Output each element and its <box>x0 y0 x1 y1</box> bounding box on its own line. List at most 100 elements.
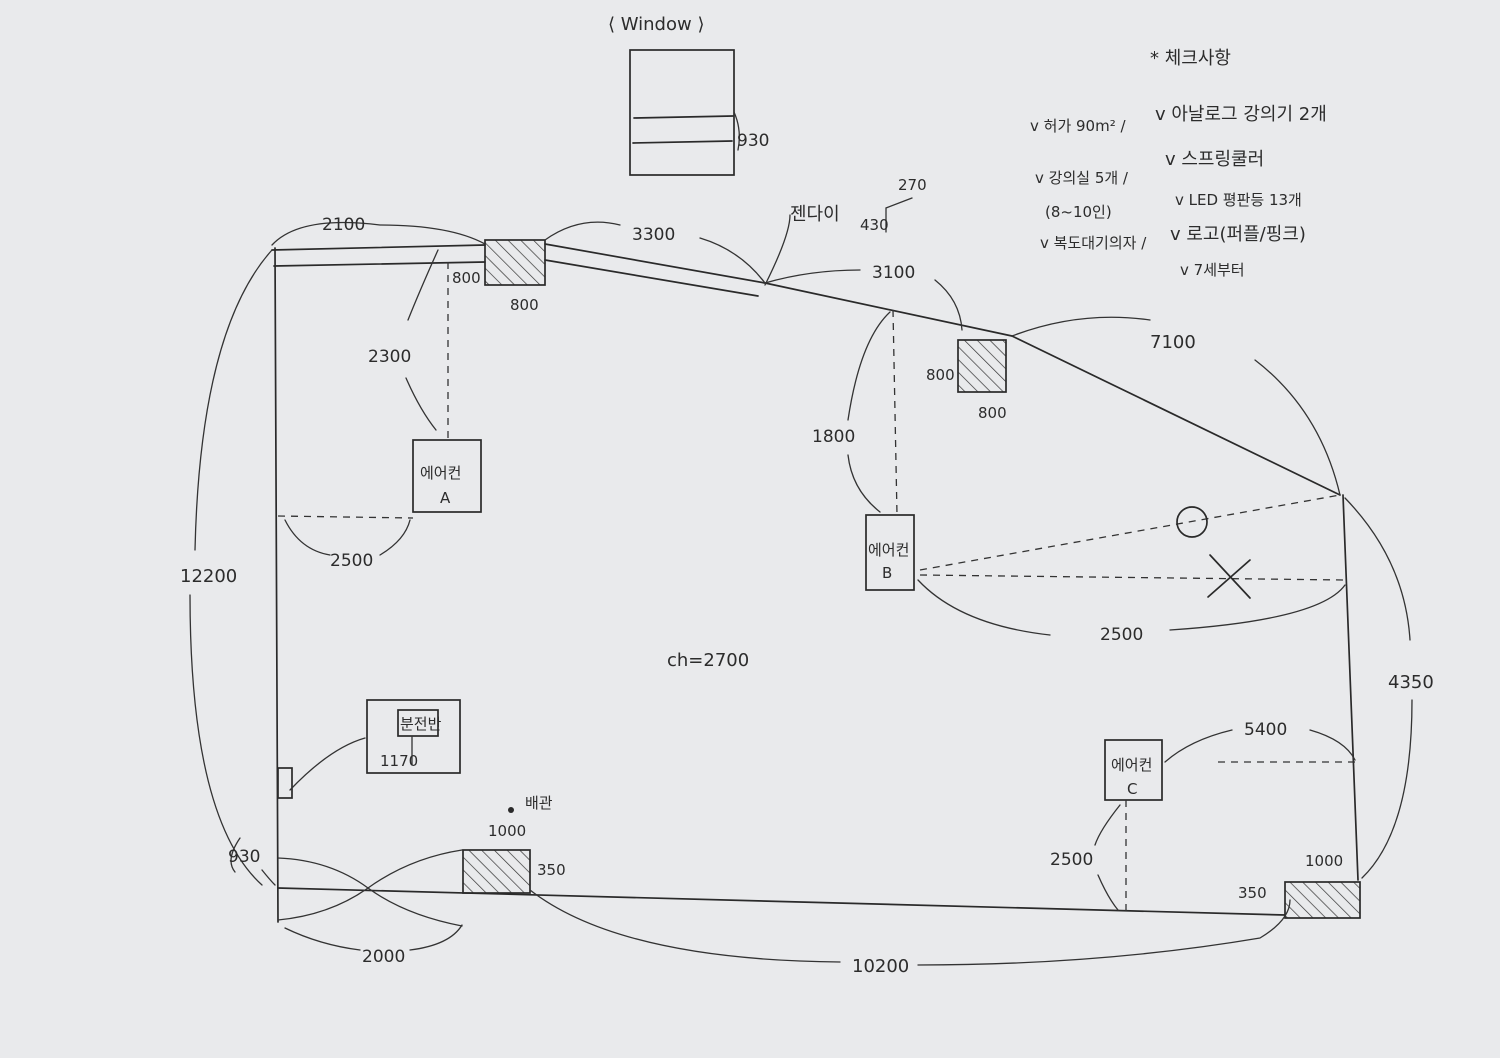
wall-diagonal-right <box>1011 335 1341 496</box>
aircon-c-label: 에어컨 <box>1111 756 1152 774</box>
aircon-a-letter: A <box>440 489 451 507</box>
dim-diag-right-arc <box>1011 316 1341 496</box>
aircon-c-letter: C <box>1127 780 1137 798</box>
sill-corner <box>885 197 913 233</box>
aircon-b-dim-side: 2500 <box>1100 625 1143 645</box>
pipe: 배관 <box>508 794 553 813</box>
wall-left <box>274 247 279 923</box>
note-item-2: v 아날로그 강의기 2개 <box>1155 104 1327 125</box>
aircon-c-box <box>1104 739 1163 801</box>
aircon-a-box <box>412 439 482 513</box>
column-bottom-right-w: 1000 <box>1305 852 1343 870</box>
check-notes: * 체크사항 v 허가 90m² / v 아날로그 강의기 2개 v 강의실 5… <box>1030 48 1327 279</box>
dim-top-right: 3100 <box>872 263 915 283</box>
note-item-9: v 7세부터 <box>1180 261 1245 279</box>
dim-left-arc <box>189 249 273 886</box>
column-bottom-right <box>1284 881 1361 919</box>
door-frame-left <box>277 767 293 799</box>
column-top-right-w: 800 <box>978 404 1007 422</box>
window-rail-lower <box>632 140 733 144</box>
aircon-a-dim-side: 2500 <box>330 551 373 571</box>
wall-top-slant <box>544 243 766 284</box>
column-bottom-right-h: 350 <box>1238 884 1267 902</box>
ceiling-height: ch=2700 <box>667 650 749 671</box>
dim-right-arc <box>1344 497 1413 879</box>
dim-bottom-total: 10200 <box>852 956 909 977</box>
aircon-a-dim-top: 2300 <box>368 347 411 367</box>
wall-right <box>1342 494 1359 881</box>
aircon-b-guide-vertical <box>892 309 898 516</box>
aircon-a-side-leader <box>284 519 411 556</box>
aircon-a: 에어컨 A 2300 2500 <box>277 249 482 571</box>
aircon-b-box <box>865 514 915 591</box>
pipe-label: 배관 <box>525 794 553 812</box>
notes-header: * 체크사항 <box>1150 48 1231 69</box>
aircon-b-letter: B <box>882 564 892 582</box>
aircon-b-top-leader <box>847 311 891 513</box>
dim-bottom-arc <box>529 889 1291 966</box>
aircon-b-dim-top: 1800 <box>812 427 855 447</box>
sill: 젠다이 270 430 <box>764 176 927 286</box>
wall-bottom <box>277 887 1286 916</box>
dim-bottom-left: 2000 <box>362 947 405 967</box>
note-item-5: v 스프링쿨러 <box>1165 149 1264 170</box>
dim-top-left-arc <box>271 221 486 246</box>
aircon-b-label: 에어컨 <box>868 541 909 559</box>
aircon-c-dim-side: 5400 <box>1244 720 1287 740</box>
aircon-c-bottom-leader <box>1094 804 1121 911</box>
panel-label: 분전반 <box>400 715 442 733</box>
aircon-c-side-leader <box>1164 729 1356 763</box>
panel: 분전반 1170 <box>289 699 461 791</box>
panel-outer <box>366 699 461 774</box>
dim-diag-right: 7100 <box>1150 332 1196 353</box>
window-height-dim: 930 <box>737 131 769 151</box>
dim-top-mid-arc <box>544 221 766 284</box>
columns: 800 800 800 800 1000 350 1000 350 <box>452 239 1361 919</box>
sill-w: 270 <box>898 176 927 194</box>
window-title: ⟨ Window ⟩ <box>608 14 704 35</box>
dim-door-left: 930 <box>228 847 260 867</box>
aircon-a-label: 에어컨 <box>420 464 461 482</box>
note-item-8: v 로고(퍼플/핑크) <box>1170 224 1306 245</box>
sill-label: 젠다이 <box>790 204 840 225</box>
note-item-1: v 허가 90m² / <box>1030 117 1126 135</box>
aircon-c: 에어컨 C 5400 2500 <box>1050 720 1358 912</box>
window-frame <box>629 49 735 176</box>
pipe-marker <box>508 807 514 813</box>
aircon-b-guide-diagonal <box>919 494 1341 571</box>
aircon-a-guide-horizontal <box>277 515 414 519</box>
dim-left-total: 12200 <box>180 566 237 587</box>
column-top-left-h: 800 <box>452 269 481 287</box>
column-bottom-mid-w: 1000 <box>488 822 526 840</box>
ok-mark <box>1176 506 1208 538</box>
aircon-b-side-leader <box>917 579 1346 636</box>
column-top-right <box>957 339 1007 393</box>
note-item-6: v LED 평판등 13개 <box>1175 191 1302 209</box>
door-swing-2 <box>277 849 463 921</box>
sill-h: 430 <box>860 216 889 234</box>
dim-right-side: 4350 <box>1388 672 1434 693</box>
window-sketch: ⟨ Window ⟩ 930 <box>608 14 769 176</box>
note-item-3: v 강의실 5개 / <box>1035 169 1129 187</box>
dim-bottom-left-arc <box>284 924 463 951</box>
aircon-a-top-leader <box>405 249 439 431</box>
column-top-right-h: 800 <box>926 366 955 384</box>
note-item-7: v 복도대기의자 / <box>1040 234 1147 252</box>
column-bottom-mid-h: 350 <box>537 861 566 879</box>
wall-top-inner <box>273 261 486 267</box>
dim-door-left-arc <box>230 837 276 886</box>
room-outline <box>271 243 1359 927</box>
no-mark <box>1207 554 1251 599</box>
sill-leader <box>764 214 791 286</box>
column-bottom-mid <box>462 849 531 894</box>
wall-top-right <box>764 282 1013 337</box>
note-item-4: (8~10인) <box>1045 203 1112 221</box>
panel-leader <box>289 737 366 791</box>
panel-height: 1170 <box>380 752 418 770</box>
column-top-left-w: 800 <box>510 296 539 314</box>
wall-top-slant-inner <box>544 259 759 297</box>
aircon-b-guide-horizontal <box>919 574 1346 581</box>
dim-top-left: 2100 <box>322 215 365 235</box>
dimensions: 2100 3300 3100 7100 12200 4350 10200 200… <box>180 215 1434 977</box>
